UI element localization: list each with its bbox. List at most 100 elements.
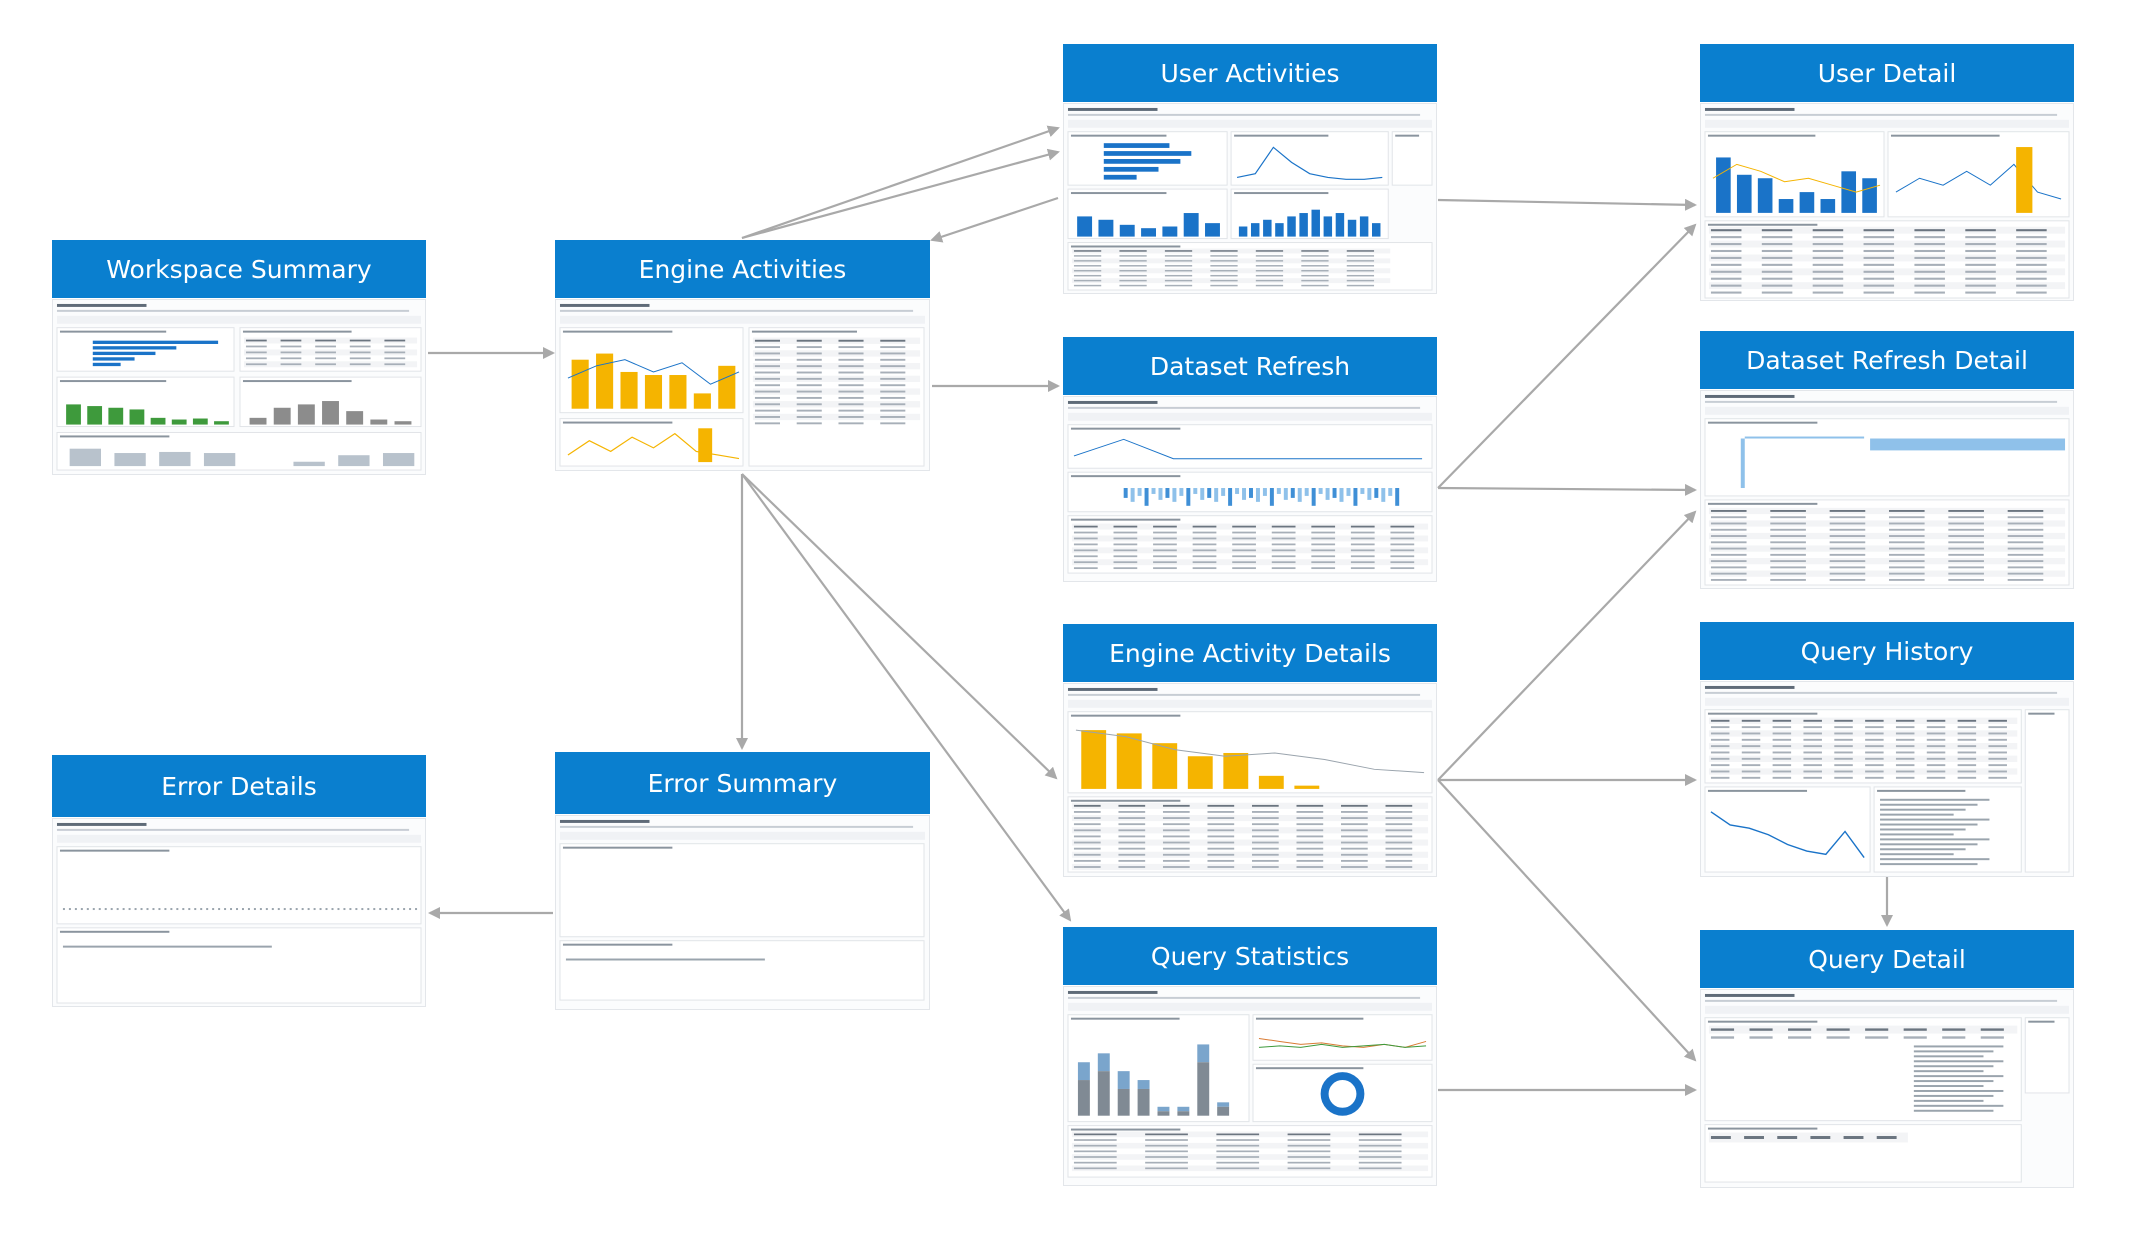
thumb-table-cell [1710, 764, 1730, 767]
thumb-table-cell [315, 351, 336, 354]
thumb-dot [128, 908, 131, 911]
report-thumbnail [1700, 390, 2074, 589]
thumb-panel-title [562, 421, 673, 424]
thumb-table-cell [1118, 866, 1146, 868]
thumb-dot [307, 908, 310, 911]
thumb-dot [152, 908, 155, 911]
thumb-table-cell [1710, 1136, 1731, 1139]
thumb-table-cell [1710, 566, 1747, 569]
thumb-table-cell [838, 403, 864, 406]
thumb-dot [236, 908, 239, 911]
node-query-history: Query History [1700, 622, 2074, 877]
thumb-table-cell [1812, 229, 1844, 232]
thumb-table-cell [1162, 853, 1190, 856]
report-thumbnail [1700, 681, 2074, 877]
thumb-table-cell [1948, 522, 1984, 525]
thumb-table-cell [754, 409, 780, 412]
thumb-table-cell [1761, 243, 1793, 246]
node-title: Error Details [52, 755, 426, 817]
thumb-table-cell [1834, 726, 1853, 729]
thumb-table-cell [349, 357, 371, 360]
thumb-filter-bar [56, 834, 422, 843]
thumb-table-cell [1358, 1161, 1402, 1164]
node-error-details: Error Details [52, 755, 426, 1007]
thumb-bar [1347, 219, 1357, 237]
thumb-table-cell [1118, 847, 1146, 850]
thumb-bar [108, 407, 124, 425]
thumb-table-cell [1957, 770, 1977, 773]
thumb-table-cell [280, 351, 302, 354]
thumb-table-cell [1865, 745, 1884, 748]
thumb-table-cell [1957, 719, 1977, 722]
thumb-table-cell [1232, 549, 1256, 552]
thumb-table-cell [2007, 566, 2044, 569]
thumb-table-cell [1296, 829, 1324, 832]
thumb-panel [1887, 131, 2070, 218]
thumb-bar [1130, 488, 1135, 502]
thumb-table-cell [1761, 236, 1793, 239]
thumb-tabs-line [1067, 996, 1421, 999]
thumb-table-cell [1271, 531, 1296, 534]
thumb-table-cell [1210, 255, 1238, 257]
thumb-table-cell [1350, 543, 1375, 546]
thumb-table-cell [1761, 256, 1793, 259]
thumb-table-cell [1073, 853, 1101, 856]
thumb-text-line [1880, 843, 1978, 846]
thumb-table-cell [1255, 265, 1284, 267]
thumb-table-cell [384, 363, 406, 366]
thumb-table-cell [1965, 229, 1996, 232]
thumb-bar [1304, 488, 1309, 496]
thumb-table-cell [1957, 732, 1977, 735]
thumb-hbar [1103, 166, 1159, 172]
thumb-table-row [1708, 520, 2066, 527]
thumb-dot [241, 908, 244, 911]
thumb-table-cell [880, 352, 906, 355]
thumb-table-cell [1788, 1036, 1812, 1039]
thumb-bar [1157, 1111, 1170, 1116]
thumb-panel-title [1707, 421, 1818, 424]
thumb-table-cell [1710, 1028, 1735, 1031]
thumb-dot [277, 908, 280, 911]
thumb-table-cell [1843, 1136, 1864, 1139]
thumb-table-cell [1119, 279, 1147, 282]
thumb-table-cell [1073, 829, 1101, 832]
thumb-table-cell [1113, 561, 1138, 564]
thumb-table-cell [1385, 804, 1413, 807]
thumb-bar [370, 419, 388, 425]
thumb-bar [1716, 157, 1731, 213]
thumb-table-cell [1192, 531, 1217, 534]
thumb-header-line [1704, 107, 1795, 111]
thumb-table-cell [1113, 567, 1138, 570]
thumb-table-cell [1207, 817, 1235, 819]
thumb-table-cell [1863, 256, 1895, 259]
thumb-dot [355, 908, 358, 911]
thumbnail-mockup [1701, 990, 2073, 1187]
thumb-table-cell [1311, 525, 1336, 528]
thumb-bar [1250, 223, 1260, 237]
thumb-filter-bar [56, 315, 422, 324]
thumb-table-cell [1829, 528, 1866, 531]
thumb-bar [1269, 488, 1274, 506]
thumb-bar [1223, 752, 1249, 789]
node-title: Error Summary [555, 752, 930, 814]
thumb-table-cell [1770, 535, 1806, 537]
thumb-hbar [1103, 159, 1181, 164]
thumb-table-cell [1829, 541, 1866, 544]
thumb-panel [1067, 796, 1433, 873]
thumb-text-line [1913, 1089, 2004, 1092]
thumb-bar [1162, 226, 1178, 237]
thumb-table-cell [880, 403, 906, 406]
thumb-table-cell [838, 352, 864, 355]
thumb-table-cell [754, 390, 780, 393]
thumb-bar [1740, 438, 1745, 489]
thumb-dot [164, 908, 167, 911]
thumb-table-cell [1710, 229, 1742, 232]
thumb-table-cell [1210, 274, 1238, 277]
thumb-table-cell [1192, 543, 1217, 546]
thumb-table-cell [1834, 770, 1853, 773]
thumb-table-cell [1812, 277, 1844, 280]
thumb-table-cell [838, 339, 864, 342]
thumbnail-mockup [1701, 391, 2073, 588]
edge-dataset-refresh-to-dataset-refresh-detail [1437, 483, 1697, 496]
thumb-bar [1116, 733, 1142, 789]
